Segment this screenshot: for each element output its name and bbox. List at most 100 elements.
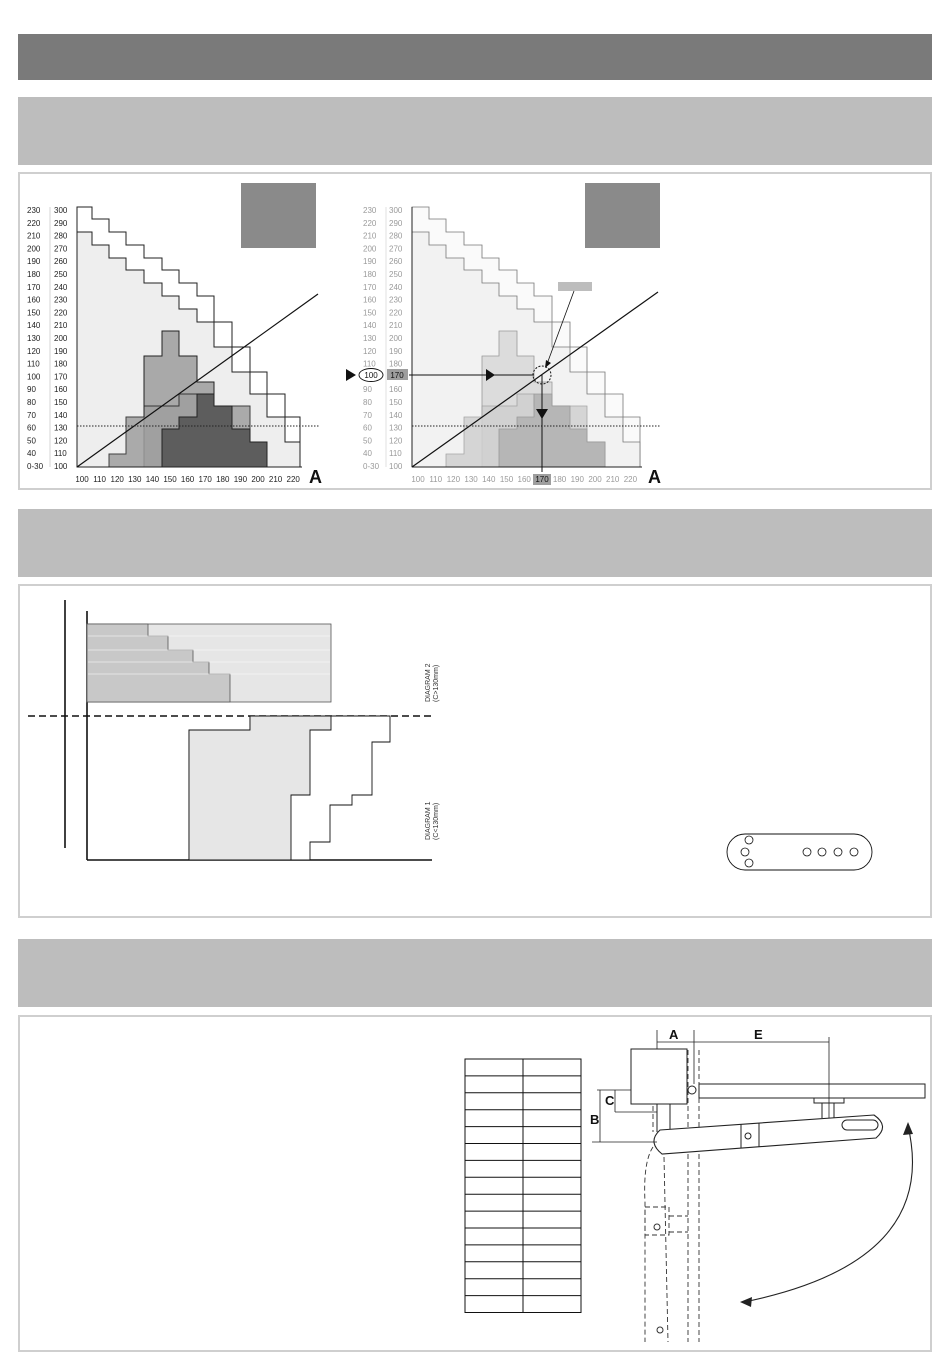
chart-2-right-label-11: 190 bbox=[389, 347, 403, 356]
chart-2-example-arrow-down bbox=[536, 409, 548, 419]
chart-2-example-arrow-right bbox=[486, 369, 495, 381]
pillar-pivot-dashed bbox=[653, 1223, 661, 1231]
dimension-table bbox=[464, 1058, 582, 1313]
chart-1-right-label-6: 240 bbox=[54, 283, 68, 292]
diagram-1-sublabel: (C<130mm) bbox=[433, 803, 440, 840]
chart-2-left-label-8: 150 bbox=[363, 308, 377, 317]
chart-2-left-label-15: 80 bbox=[363, 398, 372, 407]
chart-1-x-label-12: 220 bbox=[287, 475, 301, 484]
chart-2-right-label-12: 180 bbox=[389, 360, 403, 369]
chart-1: 2302202102001901801701601501401301201101… bbox=[27, 183, 322, 487]
chart-2-left-label-2: 210 bbox=[363, 232, 377, 241]
chart-1-x-label-10: 200 bbox=[251, 475, 265, 484]
chart-1-right-label-14: 160 bbox=[54, 385, 68, 394]
chart-2-right-label-0: 300 bbox=[389, 206, 403, 215]
chart-1-left-label-11: 120 bbox=[27, 347, 41, 356]
chart-2-example-x: 170 bbox=[535, 475, 549, 484]
chart-1-left-labels: 2302202102001901801701601501401301201101… bbox=[27, 206, 44, 471]
chart-1-left-label-8: 150 bbox=[27, 308, 41, 317]
chart-2: 2302202102001901801701601501401301201101… bbox=[346, 183, 661, 487]
chart-1-x-label-3: 130 bbox=[128, 475, 142, 484]
chart-2-right-label-9: 210 bbox=[389, 321, 403, 330]
chart-1-x-label-6: 160 bbox=[181, 475, 195, 484]
chart-1-left-label-6: 170 bbox=[27, 283, 41, 292]
chart-1-left-label-0: 230 bbox=[27, 206, 41, 215]
section-header-1 bbox=[18, 97, 932, 165]
diagram-2-label: DIAGRAM 2 bbox=[425, 663, 432, 702]
chart-2-left-label-10: 130 bbox=[363, 334, 377, 343]
chart-2-left-label-0: 230 bbox=[363, 206, 377, 215]
chart-2-callout-box bbox=[558, 282, 592, 291]
chart-2-example-x-box bbox=[533, 474, 551, 485]
arm-screw bbox=[744, 1132, 752, 1140]
chart-1-right-label-13: 170 bbox=[54, 372, 68, 381]
chart-1-x-label-0: 100 bbox=[75, 475, 89, 484]
chart-2-right-label-6: 240 bbox=[389, 283, 403, 292]
chart-2-right-label-4: 260 bbox=[389, 257, 403, 266]
chart-2-left-label-20: 0-30 bbox=[363, 462, 380, 471]
section-header-2 bbox=[18, 509, 932, 577]
chart-2-x-label-2: 120 bbox=[447, 475, 461, 484]
chart-1-diagonal bbox=[76, 293, 319, 468]
chart-2-left-label-11: 120 bbox=[363, 347, 377, 356]
chart-1-left-label-3: 200 bbox=[27, 244, 41, 253]
chart-2-x-label-9: 190 bbox=[571, 475, 585, 484]
chart-1-axis-letter: A bbox=[309, 467, 322, 487]
chart-1-right-label-16: 140 bbox=[54, 411, 68, 420]
chart-1-left-label-10: 130 bbox=[27, 334, 41, 343]
chart-2-left-label-16: 70 bbox=[363, 411, 372, 420]
chart-2-x-label-12: 220 bbox=[624, 475, 638, 484]
chart-2-callout-arrowhead bbox=[545, 360, 551, 368]
chart-2-left-label-4: 190 bbox=[363, 257, 377, 266]
chart-2-x-label-3: 130 bbox=[464, 475, 478, 484]
chart-2-x-label-6: 160 bbox=[518, 475, 532, 484]
chart-1-right-label-4: 260 bbox=[54, 257, 68, 266]
chart-2-right-label-5: 250 bbox=[389, 270, 403, 279]
diagram-1-inner-zone bbox=[188, 715, 332, 861]
chart-1-x-label-8: 180 bbox=[216, 475, 230, 484]
chart-1-x-label-5: 150 bbox=[163, 475, 177, 484]
chart-1-left-label-15: 80 bbox=[27, 398, 36, 407]
chart-1-left-label-1: 220 bbox=[27, 219, 41, 228]
rail-hinge bbox=[687, 1085, 697, 1095]
chart-1-right-label-5: 250 bbox=[54, 270, 68, 279]
chart-1-x-label-1: 110 bbox=[93, 475, 106, 484]
chart-2-left-label-18: 50 bbox=[363, 436, 372, 445]
chart-2-left-label-19: 40 bbox=[363, 449, 372, 458]
motor-housing bbox=[630, 1048, 688, 1105]
chart-2-x-label-0: 100 bbox=[411, 475, 425, 484]
chart-1-left-label-2: 210 bbox=[27, 232, 41, 241]
chart-1-left-label-18: 50 bbox=[27, 436, 36, 445]
chart-1-right-label-0: 300 bbox=[54, 206, 68, 215]
chart-2-left-labels: 2302202102001901801701601501401301201101… bbox=[363, 206, 380, 471]
chart-2-example-right-box bbox=[387, 369, 408, 380]
chart-2-right-label-20: 100 bbox=[389, 462, 403, 471]
arm-slot bbox=[841, 1119, 879, 1131]
pillar-lower-pivot-dashed bbox=[656, 1326, 664, 1334]
chart-2-left-label-1: 220 bbox=[363, 219, 377, 228]
chart-1-right-label-8: 220 bbox=[54, 308, 68, 317]
dimension-e-label: E bbox=[754, 1027, 763, 1042]
chart-1-x-label-11: 210 bbox=[269, 475, 283, 484]
chart-1-left-label-12: 110 bbox=[27, 360, 40, 369]
chart-2-left-label-14: 90 bbox=[363, 385, 372, 394]
chart-1-x-label-9: 190 bbox=[234, 475, 248, 484]
chart-1-right-label-15: 150 bbox=[54, 398, 68, 407]
chart-1-right-label-10: 200 bbox=[54, 334, 68, 343]
chart-1-left-label-9: 140 bbox=[27, 321, 41, 330]
chart-2-right-label-10: 200 bbox=[389, 334, 403, 343]
chart-1-right-label-9: 210 bbox=[54, 321, 68, 330]
chart-2-example-pointer bbox=[346, 369, 356, 381]
chart-2-x-label-5: 150 bbox=[500, 475, 514, 484]
chart-1-left-label-14: 90 bbox=[27, 385, 36, 394]
chart-2-callout-leader bbox=[546, 290, 575, 365]
dimension-lines bbox=[592, 1030, 830, 1143]
chart-2-x-label-4: 140 bbox=[482, 475, 496, 484]
top-header-bar bbox=[18, 34, 932, 80]
chart-2-diagonal bbox=[411, 291, 659, 468]
chart-2-x-label-8: 180 bbox=[553, 475, 567, 484]
chart-2-right-label-16: 140 bbox=[389, 411, 403, 420]
dimension-b-label: B bbox=[590, 1112, 599, 1127]
chart-2-right-label-18: 120 bbox=[389, 436, 403, 445]
chart-1-right-label-3: 270 bbox=[54, 244, 68, 253]
